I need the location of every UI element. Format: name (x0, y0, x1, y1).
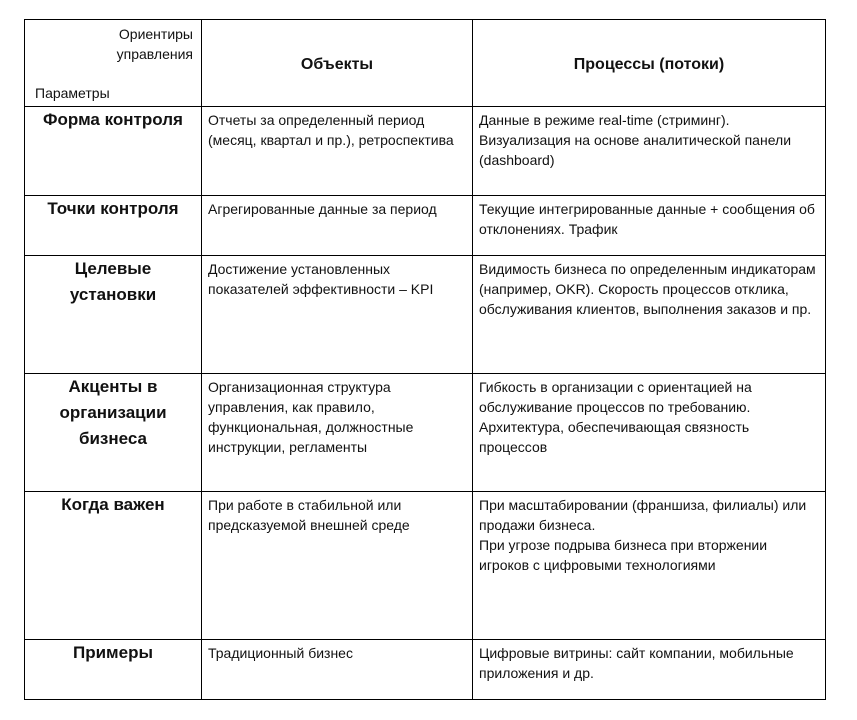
param-cell: Точки контроля (24, 195, 202, 256)
cell-text: Текущие интегрированные данные + сообщен… (479, 201, 815, 237)
param-cell: Целевые установки (24, 255, 202, 374)
processes-cell: Цифровые витрины: сайт компании, мобильн… (472, 639, 826, 700)
processes-cell: Данные в режиме real-time (стриминг). Ви… (472, 106, 826, 196)
cell-text: Цифровые витрины: сайт компании, мобильн… (479, 645, 794, 681)
corner-bottom-label: Параметры (35, 85, 110, 101)
table-row: Точки контроля Агрегированные данные за … (24, 195, 826, 256)
table-row: Форма контроля Отчеты за определенный пе… (24, 106, 826, 196)
param-label: Когда важен (61, 495, 165, 514)
cell-text: При работе в стабильной или предсказуемо… (208, 497, 410, 533)
cell-text: Организационная структура управления, ка… (208, 379, 414, 455)
objects-cell: Отчеты за определенный период (месяц, кв… (201, 106, 473, 196)
param-label: Акценты в организации бизнеса (59, 377, 167, 448)
column-header-objects: Объекты (201, 19, 473, 107)
param-cell: Примеры (24, 639, 202, 700)
objects-cell: Достижение установленных показателей эфф… (201, 255, 473, 374)
param-cell: Форма контроля (24, 106, 202, 196)
objects-cell: При работе в стабильной или предсказуемо… (201, 491, 473, 640)
param-label: Форма контроля (43, 110, 183, 129)
table-row: Примеры Традиционный бизнес Цифровые вит… (24, 639, 826, 700)
corner-top-label: Ориентиры управления (117, 24, 193, 64)
column-header-processes: Процессы (потоки) (472, 19, 826, 107)
processes-cell: Текущие интегрированные данные + сообщен… (472, 195, 826, 256)
table-row: Целевые установки Достижение установленн… (24, 255, 826, 374)
processes-cell: Видимость бизнеса по определенным индика… (472, 255, 826, 374)
objects-cell: Традиционный бизнес (201, 639, 473, 700)
table-row: Когда важен При работе в стабильной или … (24, 491, 826, 640)
header-row: Ориентиры управления Параметры Объекты П… (24, 19, 826, 107)
param-cell: Акценты в организации бизнеса (24, 373, 202, 492)
cell-text: Архитектура, обеспечивающая связность пр… (479, 419, 750, 455)
processes-cell: Гибкость в организации с ориентацией на … (472, 373, 826, 492)
processes-cell: При масштабировании (франшиза, филиалы) … (472, 491, 826, 640)
cell-text: Видимость бизнеса по определенным индика… (479, 261, 816, 317)
cell-text: При масштабировании (франшиза, филиалы) … (479, 497, 807, 533)
param-label: Целевые установки (69, 259, 157, 304)
corner-top-line1: Ориентиры (118, 26, 193, 42)
comparison-table: Ориентиры управления Параметры Объекты П… (24, 19, 826, 700)
cell-text: Традиционный бизнес (208, 645, 353, 661)
cell-text: При угрозе подрыва бизнеса при вторжении… (479, 537, 768, 573)
table-row: Акценты в организации бизнеса Организаци… (24, 373, 826, 492)
objects-cell: Агрегированные данные за период (201, 195, 473, 256)
cell-text: Данные в режиме real-time (стриминг). Ви… (479, 112, 792, 168)
corner-top-line2: управления (116, 46, 193, 62)
param-label: Точки контроля (47, 199, 179, 218)
param-label: Примеры (73, 643, 153, 662)
objects-cell: Организационная структура управления, ка… (201, 373, 473, 492)
param-cell: Когда важен (24, 491, 202, 640)
cell-text: Достижение установленных показателей эфф… (208, 261, 434, 297)
corner-cell: Ориентиры управления Параметры (24, 19, 202, 107)
cell-text: Агрегированные данные за период (208, 201, 437, 217)
cell-text: Отчеты за определенный период (месяц, кв… (208, 112, 454, 148)
cell-text: Гибкость в организации с ориентацией на … (479, 379, 752, 415)
